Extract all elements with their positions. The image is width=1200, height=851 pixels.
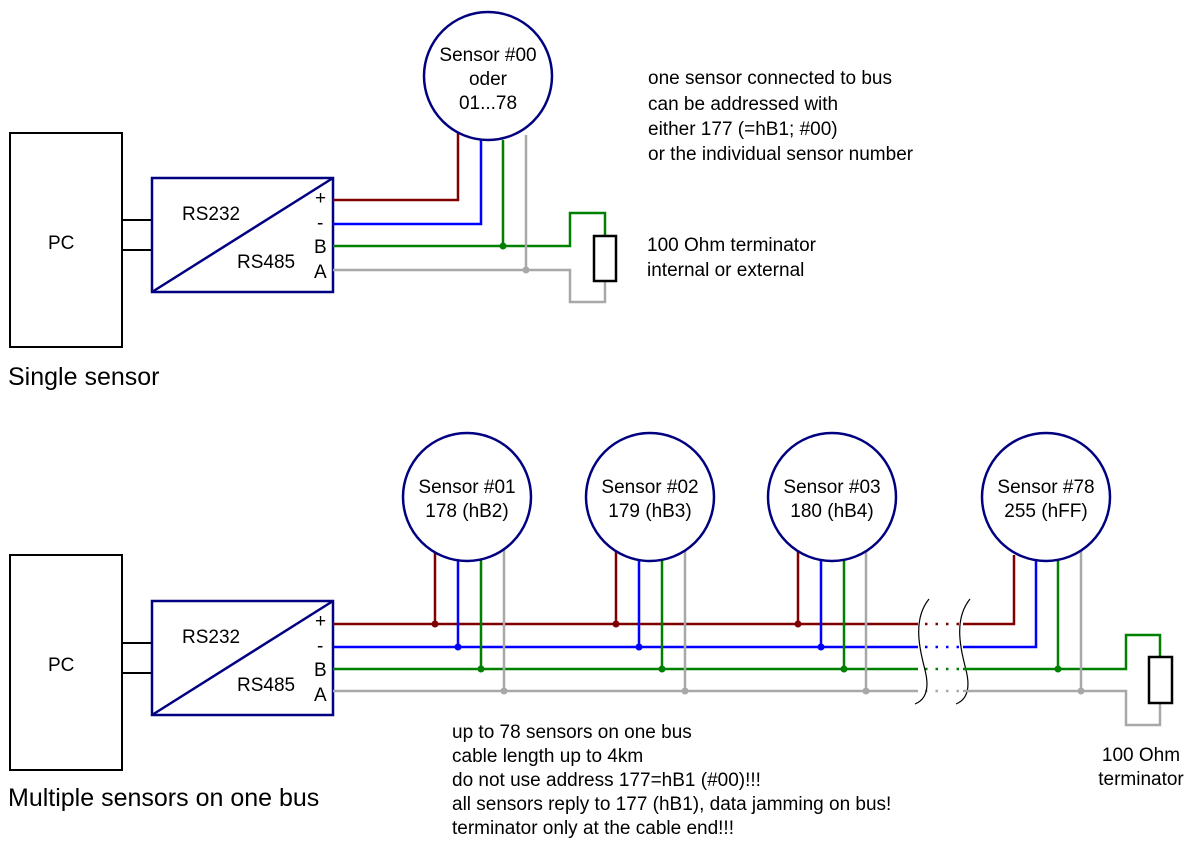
sensor-oder: oder bbox=[469, 69, 508, 90]
sensor-circle bbox=[584, 431, 716, 563]
wire-a bbox=[333, 268, 607, 304]
bus-b bbox=[963, 633, 1162, 671]
pin-plus: + bbox=[315, 188, 326, 209]
cable-break-mark bbox=[914, 598, 930, 705]
rs232-label: RS232 bbox=[182, 627, 240, 648]
pin-minus: - bbox=[317, 213, 323, 234]
converter-box bbox=[150, 176, 335, 294]
note-line: either 177 (=hB1; #00) bbox=[648, 119, 838, 140]
wire-b bbox=[333, 211, 607, 248]
pc-label: PC bbox=[48, 655, 74, 676]
sensor-drops bbox=[431, 550, 870, 695]
terminator-label: 100 Ohm terminator bbox=[647, 235, 817, 256]
note-line: one sensor connected to bus bbox=[648, 68, 892, 89]
multi-sensor-section: PC RS232 RS485 + - B A bbox=[8, 431, 1184, 839]
pin-a: A bbox=[314, 262, 327, 283]
pin-b: B bbox=[314, 237, 327, 258]
sensor-name: Sensor #78 bbox=[997, 477, 1094, 498]
note-line: can be addressed with bbox=[648, 94, 838, 115]
note-line: up to 78 sensors on one bus bbox=[452, 722, 692, 743]
note-line: all sensors reply to 177 (hB1), data jam… bbox=[452, 794, 891, 815]
sensor-address: 180 (hB4) bbox=[790, 501, 873, 522]
pin-plus: + bbox=[315, 611, 326, 632]
rs485-label: RS485 bbox=[237, 252, 295, 273]
section-title: Multiple sensors on one bus bbox=[8, 784, 319, 812]
sensor-name: Sensor #01 bbox=[418, 477, 515, 498]
wire-minus bbox=[333, 140, 483, 226]
junction-dot bbox=[499, 242, 507, 250]
note-line: or the individual sensor number bbox=[648, 144, 914, 165]
junction-dot bbox=[1077, 687, 1085, 695]
single-sensor-section: PC RS232 RS485 + - B A Sensor #00 oder 0… bbox=[8, 10, 914, 391]
bus-minus bbox=[963, 560, 1038, 649]
junction-dot bbox=[1054, 665, 1062, 673]
terminator-resistor bbox=[592, 234, 618, 283]
section-title: Single sensor bbox=[8, 363, 159, 391]
sensor-circle bbox=[422, 10, 554, 142]
sensor-02: Sensor #02 179 (hB3) bbox=[584, 431, 716, 563]
converter-diagonal bbox=[151, 176, 334, 294]
cable-break-mark bbox=[955, 598, 971, 705]
pc-box bbox=[9, 554, 123, 771]
terminator-label: 100 Ohm bbox=[1102, 745, 1180, 766]
note-line: cable length up to 4km bbox=[452, 746, 643, 767]
note-line: terminator only at the cable end!!! bbox=[452, 818, 734, 839]
pc-box bbox=[9, 132, 123, 348]
wire-plus bbox=[333, 130, 460, 202]
rs485-label: RS485 bbox=[237, 675, 295, 696]
rs232-label: RS232 bbox=[182, 204, 240, 225]
converter-diagonal bbox=[151, 599, 334, 717]
sensor-03: Sensor #03 180 (hB4) bbox=[766, 431, 898, 563]
bus-plus bbox=[963, 555, 1016, 626]
sensor-78: Sensor #78 255 (hFF) bbox=[980, 431, 1112, 563]
sensor-name: Sensor #03 bbox=[783, 477, 880, 498]
junction-dot bbox=[522, 266, 530, 274]
note-line: do not use address 177=hB1 (#00)!!! bbox=[452, 770, 761, 791]
sensor-circle bbox=[980, 431, 1112, 563]
pin-a: A bbox=[314, 685, 327, 706]
pin-minus: - bbox=[317, 636, 323, 657]
sensor-circle bbox=[766, 431, 898, 563]
sensor-name: Sensor #00 bbox=[439, 45, 536, 66]
sensor-address: 179 (hB3) bbox=[608, 501, 691, 522]
sensor-01: Sensor #01 178 (hB2) bbox=[401, 431, 533, 563]
pin-b: B bbox=[314, 660, 327, 681]
sensor-address: 255 (hFF) bbox=[1004, 501, 1087, 522]
pc-label: PC bbox=[48, 233, 74, 254]
sensor-range: 01...78 bbox=[459, 93, 517, 114]
sensor-address: 178 (hB2) bbox=[425, 501, 508, 522]
terminator-resistor bbox=[1147, 655, 1174, 705]
bus-a bbox=[963, 689, 1162, 727]
terminator-label: internal or external bbox=[647, 260, 804, 281]
converter-box bbox=[150, 599, 335, 717]
sensor-name: Sensor #02 bbox=[601, 477, 698, 498]
terminator-label: terminator bbox=[1098, 769, 1184, 790]
sensor-circle bbox=[401, 431, 533, 563]
